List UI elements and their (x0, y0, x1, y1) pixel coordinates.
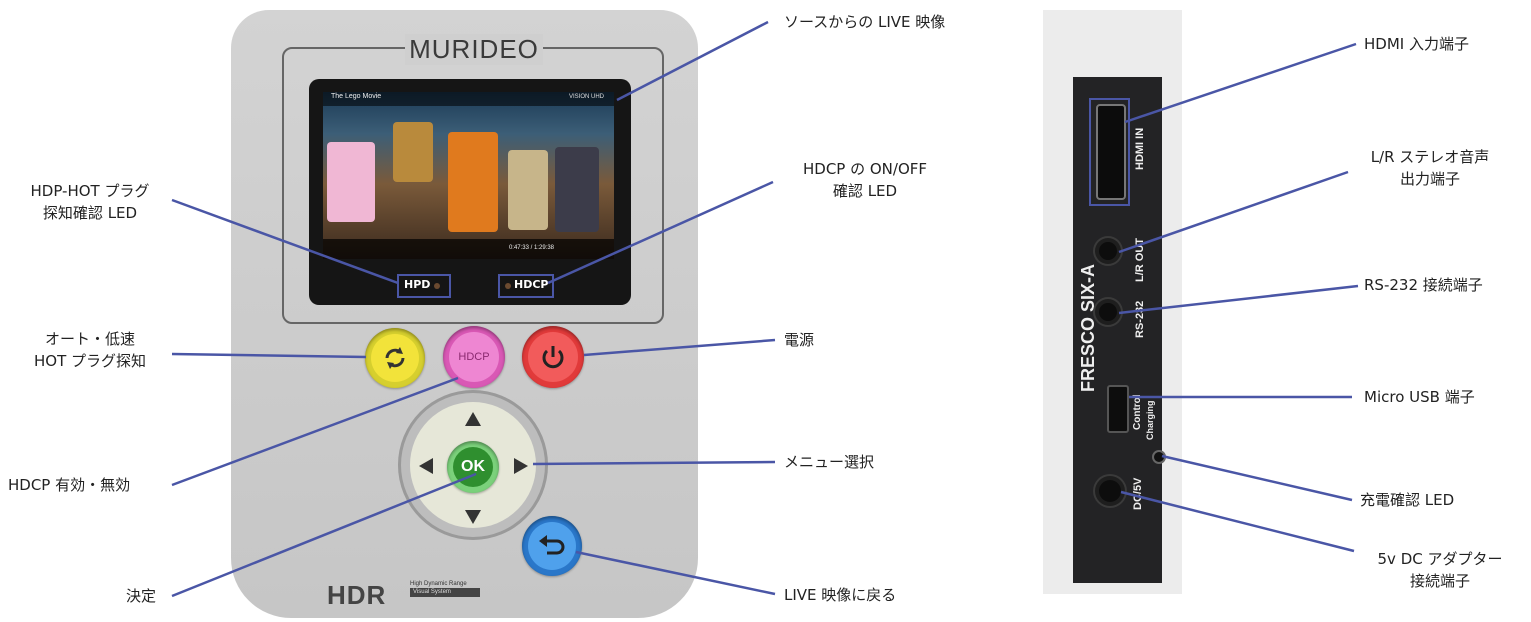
ok-label: OK (461, 458, 485, 475)
line-charge-led (1161, 454, 1353, 502)
label-power: 電源 (784, 331, 815, 349)
hdmi-input-port (1096, 104, 1126, 200)
label-hdmi-in: HDMI 入力端子 (1364, 35, 1469, 53)
dc5v-jack (1099, 480, 1121, 502)
hdcp-toggle-button[interactable]: HDCP (443, 326, 505, 388)
hdcp-button-label: HDCP (458, 351, 490, 363)
label-lr-out: L/R ステレオ音声 出力端子 (1370, 148, 1490, 188)
dpad-up-arrow[interactable] (465, 412, 481, 426)
hdcp-led-highlight (498, 274, 554, 298)
playback-controls: 0:47:33 / 1:29:38 (323, 239, 614, 259)
lego-figure-emmet (448, 132, 498, 232)
line-hpd (171, 198, 399, 285)
line-hdmi (1124, 42, 1357, 124)
hdmi-port-highlight (1089, 98, 1130, 206)
hpd-led-highlight (397, 274, 451, 298)
line-decide (171, 472, 477, 598)
power-icon (522, 326, 584, 388)
dpad-down-arrow[interactable] (465, 510, 481, 524)
hdr-logo: HDR (327, 580, 387, 610)
lego-figure-background (393, 122, 433, 182)
return-icon (522, 516, 582, 576)
label-dc-adapter: 5v DC アダプター 接続端子 (1377, 550, 1503, 590)
label-micro-usb: Micro USB 端子 (1364, 388, 1475, 406)
dpad-right-arrow[interactable] (514, 458, 528, 474)
rs232-jack (1099, 303, 1117, 321)
line-rs232 (1118, 284, 1359, 315)
line-power (583, 338, 776, 357)
refresh-icon (365, 328, 425, 388)
line-back (575, 550, 776, 596)
ok-button[interactable]: OK (447, 441, 499, 493)
hpd-led (434, 283, 440, 289)
dpad-left-arrow[interactable] (419, 458, 433, 474)
label-charge-led: 充電確認 LED (1360, 491, 1455, 509)
hdcp-led (505, 283, 511, 289)
line-hdcp-led (547, 180, 774, 285)
status-icons: VISION UHD (568, 94, 604, 100)
line-live-source (616, 20, 769, 102)
label-hdcp-toggle: HDCP 有効・無効 (8, 476, 131, 494)
line-hdcp-toggle (171, 376, 459, 487)
lego-figure-vitruvius (508, 150, 548, 230)
screen-header-bar: The Lego Movie VISION UHD (323, 92, 614, 106)
label-decide: 決定 (126, 587, 157, 605)
micro-usb-port (1107, 385, 1129, 433)
line-auto (171, 352, 367, 359)
hdcp-led-label: HDCP (514, 278, 549, 291)
label-back-live: LIVE 映像に戻る (784, 586, 897, 604)
line-dc (1120, 490, 1355, 553)
hdr-subtitle: High Dynamic Range Visual System (410, 581, 480, 597)
back-button[interactable] (522, 516, 582, 576)
hpd-led-label: HPD (404, 278, 431, 291)
brand-logo: MURIDEO (405, 34, 543, 65)
lego-figure-unikitty (327, 142, 375, 222)
label-hdcp-led: HDCP の ON/OFF 確認 LED (802, 160, 928, 200)
line-lr (1118, 170, 1349, 254)
label-menu-select: メニュー選択 (784, 453, 875, 471)
label-rs232: RS-232 接続端子 (1364, 276, 1483, 294)
label-auto-hotplug: オート・低速 HOT プラグ探知 (33, 330, 147, 370)
live-video-screen: The Lego Movie VISION UHD 0:47:33 / 1:29… (323, 92, 614, 259)
line-menu (532, 460, 776, 466)
playback-time: 0:47:33 / 1:29:38 (508, 245, 554, 251)
power-button[interactable] (522, 326, 584, 388)
label-hpd-led: HDP-HOT プラグ 探知確認 LED (30, 182, 150, 222)
movie-title: The Lego Movie (331, 93, 382, 100)
lego-figure-wyldstyle (555, 147, 599, 232)
label-live-source: ソースからの LIVE 映像 (784, 13, 946, 31)
auto-hotplug-button[interactable] (365, 328, 425, 388)
lr-out-jack (1099, 242, 1117, 260)
